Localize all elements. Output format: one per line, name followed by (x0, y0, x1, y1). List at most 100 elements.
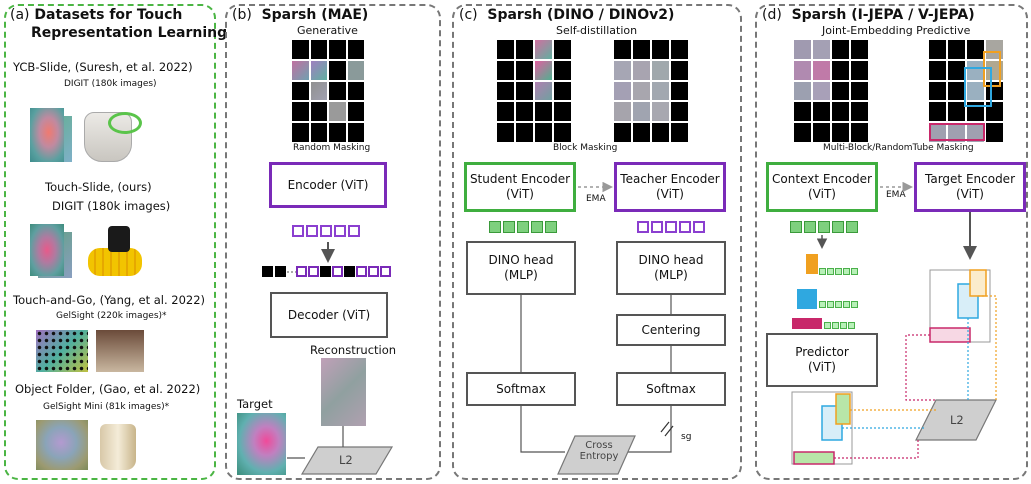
digit-sensor-image (108, 112, 142, 134)
target-encoder-box: Target Encoder (ViT) (914, 162, 1026, 212)
encoder-token (306, 225, 318, 237)
panel-c-title: Sparsh (DINO / DINOv2) (487, 7, 675, 23)
student-token (531, 221, 543, 233)
gelsight-mini-image (36, 420, 88, 470)
context-token (832, 221, 844, 233)
panel-d-title: Sparsh (I-JEPA / V-JEPA) (791, 7, 975, 23)
visible-token (368, 266, 379, 277)
digit-sensor-image (108, 226, 130, 252)
context-encoder-box: Context Encoder (ViT) (766, 162, 878, 212)
predictor-input-token (827, 268, 834, 275)
panel-a-heading: (a) Datasets for Touch (10, 7, 182, 23)
stop-gradient-label: sg (681, 432, 692, 442)
magenta-mask-token (792, 318, 822, 329)
mae-decoder-box: Decoder (ViT) (270, 292, 388, 338)
panel-datasets (4, 4, 216, 480)
teacher-token (651, 221, 663, 233)
multiblock-masking-label: Multi-Block/RandomTube Masking (823, 143, 974, 153)
panel-c-label: (c) (459, 7, 478, 23)
dataset-name-touchandgo: Touch-and-Go, (Yang, et al. 2022) (13, 293, 206, 307)
teacher-masking-grid (614, 40, 688, 142)
tactile-image-touchslide (30, 224, 64, 276)
predictor-input-token (824, 322, 831, 329)
blue-mask-token (797, 289, 817, 309)
encoder-token (292, 225, 304, 237)
panel-d-heading: (d) Sparsh (I-JEPA / V-JEPA) (762, 7, 975, 23)
teacher-token (637, 221, 649, 233)
panel-d-subtitle: Joint-Embedding Predictive (822, 24, 971, 37)
visible-token (296, 266, 307, 277)
student-token (489, 221, 501, 233)
jepa-ema-label: EMA (886, 190, 906, 200)
mae-loss-label: L2 (339, 453, 353, 467)
encoder-token (348, 225, 360, 237)
predictor-input-token (819, 301, 826, 308)
mask-token (344, 266, 355, 277)
random-masking-label: Random Masking (293, 143, 371, 153)
encoder-token (320, 225, 332, 237)
dataset-detail-touchslide: DIGIT (180k images) (52, 199, 171, 213)
dataset-detail-objectfolder: GelSight Mini (81k images)* (43, 402, 170, 412)
panel-a-title-line1: Datasets for Touch (34, 7, 183, 23)
student-dino-head-box: DINO head (MLP) (466, 241, 576, 295)
student-masking-grid (497, 40, 571, 142)
cross-entropy-label: Cross Entropy (579, 440, 619, 462)
context-token (818, 221, 830, 233)
student-encoder-box: Student Encoder (ViT) (464, 162, 576, 212)
predictor-input-token (840, 322, 847, 329)
teacher-token (693, 221, 705, 233)
predictor-box: Predictor (ViT) (766, 333, 878, 387)
predictor-input-token (851, 268, 858, 275)
panel-a-label: (a) (10, 7, 30, 23)
target-image (237, 413, 286, 475)
predictor-input-token (851, 301, 858, 308)
gelsight-image (36, 330, 88, 372)
jepa-loss-label: L2 (950, 413, 964, 427)
mask-token (320, 266, 331, 277)
visible-token (308, 266, 319, 277)
dataset-detail-touchandgo: GelSight (220k images)* (56, 311, 167, 321)
context-token (846, 221, 858, 233)
teacher-softmax-box: Softmax (616, 372, 726, 406)
student-token (517, 221, 529, 233)
dataset-detail-ycb: DIGIT (180k images) (64, 79, 157, 89)
dataset-name-touchslide: Touch-Slide, (ours) (45, 180, 152, 194)
dino-ema-label: EMA (586, 194, 606, 204)
block-masking-label: Block Masking (553, 143, 618, 153)
panel-c-subtitle: Self-distillation (556, 24, 638, 37)
panel-b-label: (b) (232, 7, 252, 23)
predictor-input-token (843, 268, 850, 275)
panel-a-title-line2: Representation Learning (31, 25, 228, 41)
mask-token (262, 266, 273, 277)
predictor-input-token (827, 301, 834, 308)
student-token (503, 221, 515, 233)
predictor-input-token (835, 268, 842, 275)
mask-token (275, 266, 286, 277)
context-masking-grid (794, 40, 868, 142)
corn-object-image (88, 248, 142, 276)
visible-token (356, 266, 367, 277)
teacher-dino-head-box: DINO head (MLP) (616, 241, 726, 295)
panel-c-heading: (c) Sparsh (DINO / DINOv2) (459, 7, 674, 23)
dataset-name-ycb: YCB-Slide, (Suresh, et al. 2022) (13, 60, 193, 74)
centering-box: Centering (616, 314, 726, 346)
reconstruction-label: Reconstruction (310, 343, 397, 357)
panel-dino (452, 4, 742, 480)
mae-encoder-box: Encoder (ViT) (269, 162, 387, 208)
panel-d-label: (d) (762, 7, 782, 23)
dataset-name-objectfolder: Object Folder, (Gao, et al. 2022) (15, 382, 201, 396)
teacher-token (679, 221, 691, 233)
context-token (790, 221, 802, 233)
random-masking-grid (292, 40, 364, 142)
encoder-token (334, 225, 346, 237)
predictor-input-token (843, 301, 850, 308)
reconstruction-image (321, 358, 366, 426)
context-token (804, 221, 816, 233)
panel-jepa (755, 4, 1028, 480)
mug-object-image (100, 424, 136, 470)
l2-loss-shape (300, 446, 394, 475)
predictor-input-token (819, 268, 826, 275)
